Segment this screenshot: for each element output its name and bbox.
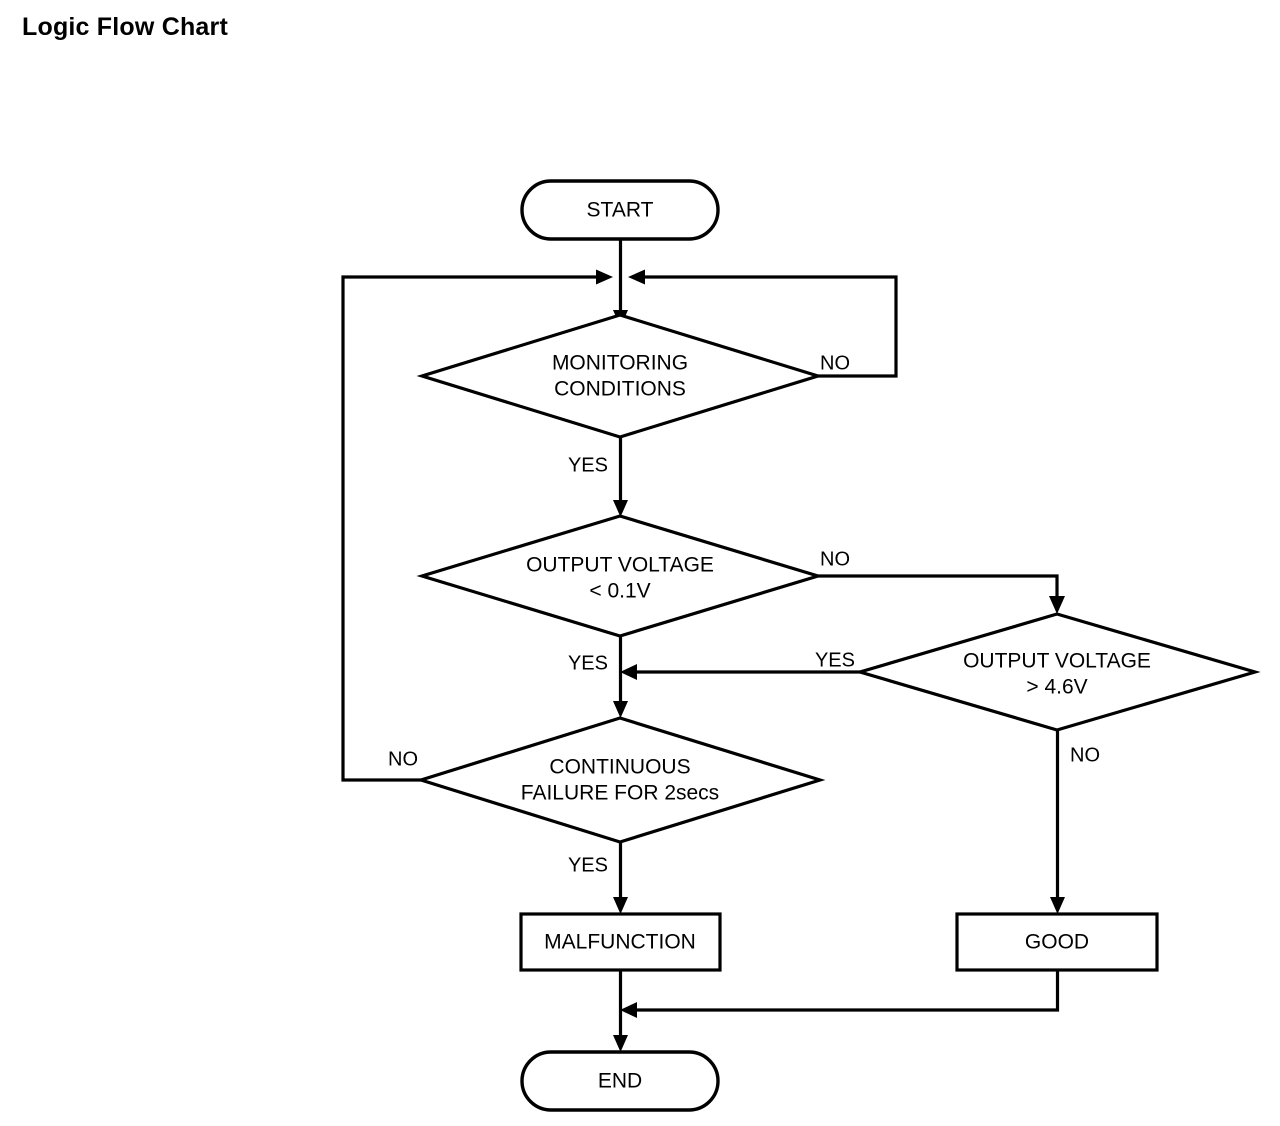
feedback-junction (341, 269, 898, 782)
node-continuous-failure[interactable]: CONTINUOUS FAILURE FOR 2secs (415, 716, 826, 844)
voltage-high-label-line2: > 4.6V (1026, 676, 1087, 699)
continuous-failure-decision-shape (415, 716, 826, 844)
edge-continuous-failure-yes (613, 842, 628, 914)
edge-label-voltage-low-no: NO (820, 548, 850, 570)
edge-voltage-high-no (1050, 730, 1065, 914)
arrowhead-right (596, 269, 613, 285)
node-good[interactable]: GOOD (955, 912, 1159, 972)
continuous-failure-label-line1: CONTINUOUS (549, 756, 690, 779)
edge-label-monitoring-yes: YES (568, 454, 608, 476)
arrowhead-left (620, 1002, 637, 1018)
voltage-low-label-line1: OUTPUT VOLTAGE (526, 554, 714, 577)
edge-voltage-low-yes (613, 636, 628, 718)
node-start[interactable]: START (520, 179, 720, 241)
start-label: START (587, 199, 654, 222)
arrowhead-down (1050, 897, 1065, 914)
good-label: GOOD (1025, 931, 1089, 954)
end-label: END (598, 1070, 642, 1093)
node-output-voltage-high[interactable]: OUTPUT VOLTAGE > 4.6V (854, 612, 1261, 732)
edge-good-to-end (620, 970, 1060, 1018)
end-terminator-shape (520, 1050, 720, 1112)
edge-label-voltage-high-no: NO (1070, 744, 1100, 766)
page-title: Logic Flow Chart (22, 13, 228, 41)
arrowhead-down (1049, 596, 1065, 614)
voltage-high-label-line1: OUTPUT VOLTAGE (963, 650, 1151, 673)
edge-label-monitoring-no: NO (820, 352, 850, 374)
edge-label-continuous-failure-yes: YES (568, 854, 608, 876)
arrowhead-down (613, 897, 628, 914)
edge-monitoring-yes (613, 437, 628, 517)
voltage-low-label-line2: < 0.1V (589, 580, 650, 603)
monitoring-label-line2: CONDITIONS (554, 378, 686, 401)
edge-continuous-failure-no-loop (341, 275, 598, 782)
edge-label-continuous-failure-no: NO (388, 748, 418, 770)
malfunction-process-shape (519, 912, 722, 972)
node-end[interactable]: END (520, 1050, 720, 1112)
node-monitoring-conditions[interactable]: MONITORING CONDITIONS (416, 313, 824, 439)
monitoring-decision-shape (416, 313, 824, 439)
edge-monitoring-no-loop (643, 275, 898, 378)
arrowhead-down (613, 701, 628, 718)
continuous-failure-label-line2: FAILURE FOR 2secs (521, 782, 719, 805)
edge-malfunction-to-end (613, 970, 628, 1052)
edge-voltage-low-no (818, 574, 1065, 614)
arrowhead-down (613, 500, 628, 517)
edge-label-voltage-low-yes: YES (568, 652, 608, 674)
node-malfunction[interactable]: MALFUNCTION (519, 912, 722, 972)
monitoring-label-line1: MONITORING (552, 352, 688, 375)
good-process-shape (955, 912, 1159, 972)
node-output-voltage-low[interactable]: OUTPUT VOLTAGE < 0.1V (416, 514, 824, 638)
edge-voltage-high-yes (620, 664, 860, 680)
edge-label-voltage-high-yes: YES (815, 649, 855, 671)
arrowhead-left (628, 269, 645, 285)
malfunction-label: MALFUNCTION (544, 931, 696, 954)
arrowhead-down (613, 1035, 628, 1052)
arrowhead-left (620, 664, 637, 680)
